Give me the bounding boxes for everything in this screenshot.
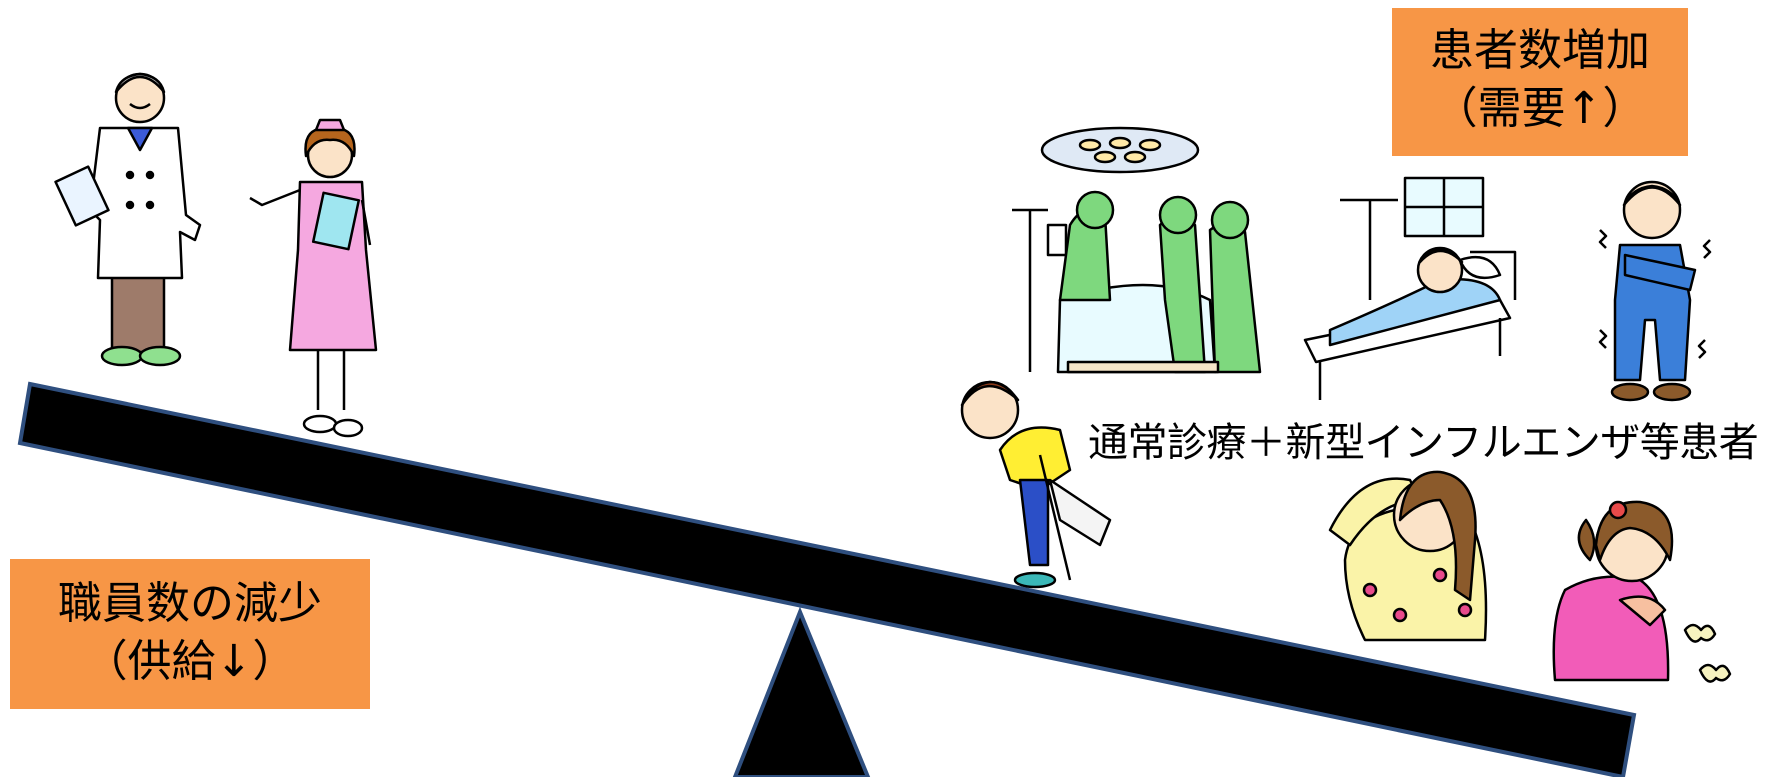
surgical-lamp-icon	[1040, 126, 1200, 174]
demand-box-line1: 患者数増加	[1430, 25, 1650, 76]
surgery-team-icon	[1012, 190, 1262, 374]
supply-box-line2: （供給↓）	[83, 636, 297, 687]
hospital-bed-patient-icon	[1303, 176, 1517, 400]
coughing-girl-icon	[1552, 500, 1732, 683]
seesaw-beam	[17, 381, 1637, 777]
injured-boy-crutch-icon	[960, 380, 1112, 589]
nurse-icon	[249, 118, 378, 438]
headache-woman-icon	[1328, 470, 1488, 642]
doctor-icon	[54, 72, 202, 367]
supply-box-line1: 職員数の減少	[58, 578, 322, 629]
demand-increase-box: 患者数増加 （需要↑）	[1392, 8, 1688, 156]
demand-box-line2: （需要↑）	[1433, 83, 1647, 134]
patients-label: 通常診療＋新型インフルエンザ等患者	[1088, 420, 1759, 466]
staff-decrease-box: 職員数の減少 （供給↓）	[10, 559, 370, 709]
chilled-man-icon	[1598, 180, 1712, 402]
seesaw-fulcrum	[732, 606, 871, 777]
